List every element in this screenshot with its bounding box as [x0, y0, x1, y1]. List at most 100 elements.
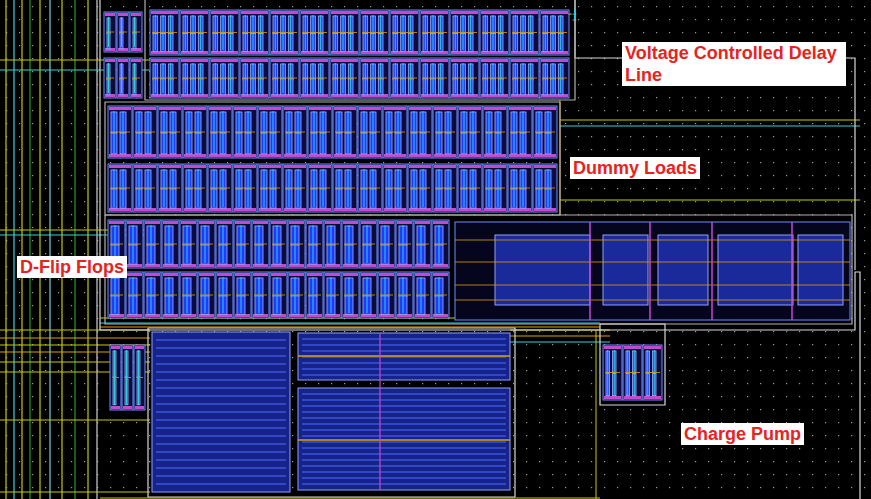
cell-outline	[126, 220, 143, 268]
cell-outline	[252, 220, 269, 268]
signal-wire	[160, 188, 180, 189]
transistor-cell	[480, 10, 509, 55]
power-rail	[397, 221, 412, 224]
transistor-cell	[390, 10, 419, 55]
transistor-cell	[330, 58, 359, 98]
transistor-cell	[183, 106, 207, 158]
transistor-cell	[180, 10, 209, 55]
signal-wire	[452, 78, 477, 79]
power-rail	[241, 59, 268, 62]
metal-wire	[74, 0, 75, 499]
cell-outline	[104, 58, 116, 98]
transistor-cell	[360, 272, 377, 318]
cell-outline	[483, 164, 507, 212]
finger	[156, 395, 286, 396]
signal-wire	[272, 244, 285, 245]
power-rail	[109, 221, 124, 224]
signal-wire	[218, 244, 231, 245]
signal-wire	[110, 132, 130, 133]
cell-outline	[330, 10, 359, 55]
power-rail	[181, 273, 196, 276]
ground-rail	[359, 154, 381, 157]
cell-outline	[180, 10, 209, 55]
cell-outline	[216, 220, 233, 268]
power-rail	[379, 273, 394, 276]
cell-outline	[508, 106, 532, 158]
signal-wire	[308, 295, 321, 296]
ground-rail	[259, 154, 281, 157]
signal-wire	[455, 240, 850, 241]
transistor-cell	[408, 164, 432, 212]
finger	[156, 339, 286, 340]
power-rail	[289, 273, 304, 276]
cell-outline	[396, 272, 413, 318]
signal-wire	[422, 78, 447, 79]
finger	[156, 427, 286, 428]
power-rail	[534, 107, 556, 110]
power-rail	[511, 59, 538, 62]
finger	[302, 417, 506, 418]
capacitor	[152, 332, 290, 492]
finger	[302, 435, 506, 436]
transistor-cell	[288, 272, 305, 318]
finger	[302, 477, 506, 478]
cell-outline	[134, 345, 145, 410]
finger	[302, 411, 506, 412]
transistor-cell	[180, 272, 197, 318]
power-rail	[415, 273, 430, 276]
capacitor-block	[455, 222, 850, 320]
signal-wire	[416, 295, 429, 296]
signal-wire	[260, 132, 280, 133]
power-rail	[384, 165, 406, 168]
signal-wire	[210, 132, 230, 133]
signal-wire	[326, 295, 339, 296]
power-rail	[361, 221, 376, 224]
metal-wire	[560, 126, 860, 127]
cell-outline	[623, 345, 642, 400]
transistor-cell	[270, 58, 299, 98]
cap-plate	[495, 235, 590, 305]
signal-wire	[110, 188, 130, 189]
signal-wire	[332, 78, 357, 79]
signal-wire	[422, 32, 447, 33]
transistor-cell	[150, 10, 179, 55]
finger	[302, 338, 506, 339]
cell-outline	[180, 272, 197, 318]
transistor-cell	[233, 106, 257, 158]
signal-wire	[285, 188, 305, 189]
cell-outline	[162, 272, 179, 318]
transistor-cell	[133, 106, 157, 158]
signal-wire	[272, 32, 297, 33]
power-rail	[541, 59, 568, 62]
transistor-cell	[533, 164, 557, 212]
signal-wire	[460, 188, 480, 189]
region-outline	[105, 215, 852, 324]
transistor-cell	[342, 220, 359, 268]
cell-outline	[208, 106, 232, 158]
transistor-cell	[330, 10, 359, 55]
finger	[156, 435, 286, 436]
signal-wire	[645, 372, 660, 373]
power-rail	[271, 273, 286, 276]
cell-outline	[540, 58, 569, 98]
power-rail	[259, 165, 281, 168]
signal-wire	[385, 188, 405, 189]
transistor-cell	[508, 106, 532, 158]
signal-wire	[212, 32, 237, 33]
cell-outline	[333, 106, 357, 158]
ground-rail	[159, 154, 181, 157]
cell-outline	[533, 106, 557, 158]
power-rail	[199, 273, 214, 276]
cell-outline	[358, 106, 382, 158]
ground-rail	[334, 154, 356, 157]
power-rail	[421, 59, 448, 62]
signal-wire	[360, 132, 380, 133]
transistor-cell	[258, 164, 282, 212]
cap-plate	[718, 235, 793, 305]
finger	[156, 347, 286, 348]
cell-outline	[158, 164, 182, 212]
transistor-cell	[180, 58, 209, 98]
transistor-cell	[104, 58, 116, 98]
transistor-cell	[283, 106, 307, 158]
ground-rail	[509, 154, 531, 157]
